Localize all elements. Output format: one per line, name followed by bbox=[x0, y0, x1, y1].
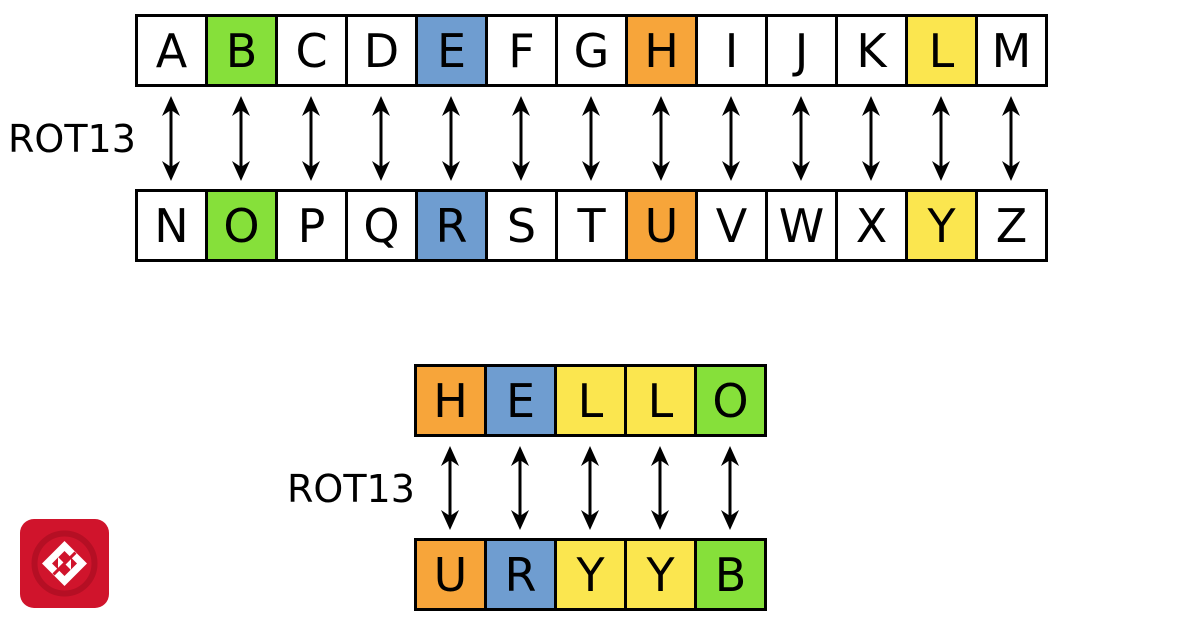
bottom-cell-v: V bbox=[695, 189, 768, 262]
bottom-cell-o: O bbox=[205, 189, 278, 262]
cipher-cell-y: Y bbox=[624, 538, 697, 611]
cipher-cell-r: R bbox=[484, 538, 557, 611]
alphabet-double-arrow-12 bbox=[1002, 96, 1020, 181]
alphabet-double-arrow-3 bbox=[372, 96, 390, 181]
plain-cell-o: O bbox=[694, 364, 767, 437]
top-cell-j: J bbox=[765, 14, 838, 87]
cipher-cell-y: Y bbox=[554, 538, 627, 611]
bottom-cell-q: Q bbox=[345, 189, 418, 262]
top-cell-d: D bbox=[345, 14, 418, 87]
alphabet-double-arrow-10 bbox=[862, 96, 880, 181]
top-cell-k: K bbox=[835, 14, 908, 87]
bottom-cell-n: N bbox=[135, 189, 208, 262]
alphabet-double-arrow-11 bbox=[932, 96, 950, 181]
top-cell-b: B bbox=[205, 14, 278, 87]
top-cell-f: F bbox=[485, 14, 558, 87]
plain-cell-l: L bbox=[624, 364, 697, 437]
example-double-arrow-0 bbox=[441, 446, 459, 530]
alphabet-double-arrow-2 bbox=[302, 96, 320, 181]
diamond-arrows-icon bbox=[31, 530, 98, 597]
bottom-cell-t: T bbox=[555, 189, 628, 262]
top-cell-i: I bbox=[695, 14, 768, 87]
top-cell-a: A bbox=[135, 14, 208, 87]
example-double-arrow-1 bbox=[511, 446, 529, 530]
plain-cell-e: E bbox=[484, 364, 557, 437]
example-double-arrow-4 bbox=[721, 446, 739, 530]
top-cell-m: M bbox=[975, 14, 1048, 87]
example-double-arrow-2 bbox=[581, 446, 599, 530]
alphabet-double-arrow-6 bbox=[582, 96, 600, 181]
rot13-label: ROT13 bbox=[8, 117, 136, 161]
plain-cell-l: L bbox=[554, 364, 627, 437]
bottom-cell-z: Z bbox=[975, 189, 1048, 262]
bottom-cell-y: Y bbox=[905, 189, 978, 262]
top-cell-g: G bbox=[555, 14, 628, 87]
alphabet-double-arrow-5 bbox=[512, 96, 530, 181]
top-cell-e: E bbox=[415, 14, 488, 87]
alphabet-double-arrow-1 bbox=[232, 96, 250, 181]
bottom-cell-x: X bbox=[835, 189, 908, 262]
bottom-cell-r: R bbox=[415, 189, 488, 262]
app-logo bbox=[20, 519, 109, 608]
alphabet-double-arrow-4 bbox=[442, 96, 460, 181]
bottom-cell-w: W bbox=[765, 189, 838, 262]
example-double-arrow-3 bbox=[651, 446, 669, 530]
cipher-cell-u: U bbox=[414, 538, 487, 611]
bottom-cell-u: U bbox=[625, 189, 698, 262]
example-rot13-label: ROT13 bbox=[287, 467, 415, 511]
bottom-cell-p: P bbox=[275, 189, 348, 262]
bottom-cell-s: S bbox=[485, 189, 558, 262]
top-cell-h: H bbox=[625, 14, 698, 87]
cipher-cell-b: B bbox=[694, 538, 767, 611]
alphabet-double-arrow-8 bbox=[722, 96, 740, 181]
plain-cell-h: H bbox=[414, 364, 487, 437]
top-cell-l: L bbox=[905, 14, 978, 87]
alphabet-double-arrow-9 bbox=[792, 96, 810, 181]
top-cell-c: C bbox=[275, 14, 348, 87]
alphabet-double-arrow-0 bbox=[162, 96, 180, 181]
alphabet-double-arrow-7 bbox=[652, 96, 670, 181]
